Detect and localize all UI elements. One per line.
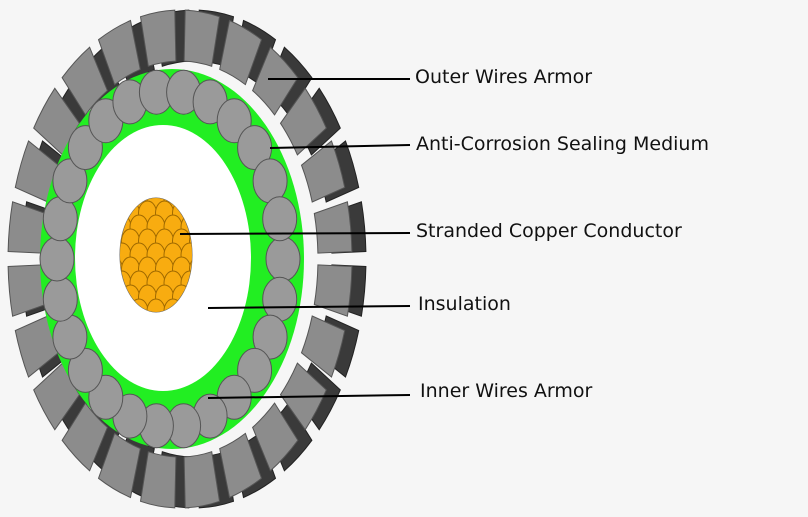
outer-armor-wire [300, 140, 346, 203]
label-stranded-copper-conductor: Stranded Copper Conductor [416, 220, 682, 242]
outer-armor-wire [97, 19, 141, 86]
inner-armor-wire [42, 196, 78, 242]
leader-line-sealing [269, 144, 411, 149]
inner-armor-wire [265, 236, 301, 282]
outer-armor-wire [252, 46, 299, 116]
leader-line-insulation [207, 305, 411, 309]
label-inner-wires-armor: Inner Wires Armor [420, 380, 593, 402]
inner-armor-wire [252, 158, 288, 204]
inner-armor-wire [67, 347, 103, 393]
outer-armor-wire [97, 432, 141, 499]
label-outer-wires-armor: Outer Wires Armor [415, 66, 593, 88]
inner-armor-wire [262, 196, 298, 242]
outer-armor-wire [61, 402, 108, 472]
inner-wires-armor [39, 69, 301, 449]
label-insulation: Insulation [418, 293, 511, 315]
outer-armor-wire [300, 315, 346, 378]
inner-armor-wire [52, 158, 88, 204]
outer-wires-armor [7, 9, 353, 509]
inner-armor-wire [39, 236, 75, 282]
outer-armor-wire [139, 451, 177, 509]
copper-strand [189, 256, 192, 282]
leader-line-inner-armor [207, 394, 411, 399]
copper-strand [189, 228, 192, 254]
inner-armor-wire [42, 276, 78, 322]
outer-armor-wire [183, 9, 221, 67]
outer-armor-wire [139, 9, 177, 67]
inner-armor-wire [52, 314, 88, 360]
outer-armor-wire [183, 451, 221, 509]
outer-armor-wire [219, 432, 263, 499]
outer-armor-wire [219, 19, 263, 86]
outer-armor-wire [252, 402, 299, 472]
outer-armor-wire [313, 264, 353, 317]
inner-armor-wire [262, 276, 298, 322]
label-anti-corrosion-sealing-medium: Anti-Corrosion Sealing Medium [416, 133, 709, 155]
outer-armor-wire [313, 201, 353, 254]
outer-armor-wire [279, 87, 327, 156]
leader-line-conductor [179, 232, 411, 235]
inner-armor-wire [252, 314, 288, 360]
outer-armor-wire [61, 46, 108, 116]
